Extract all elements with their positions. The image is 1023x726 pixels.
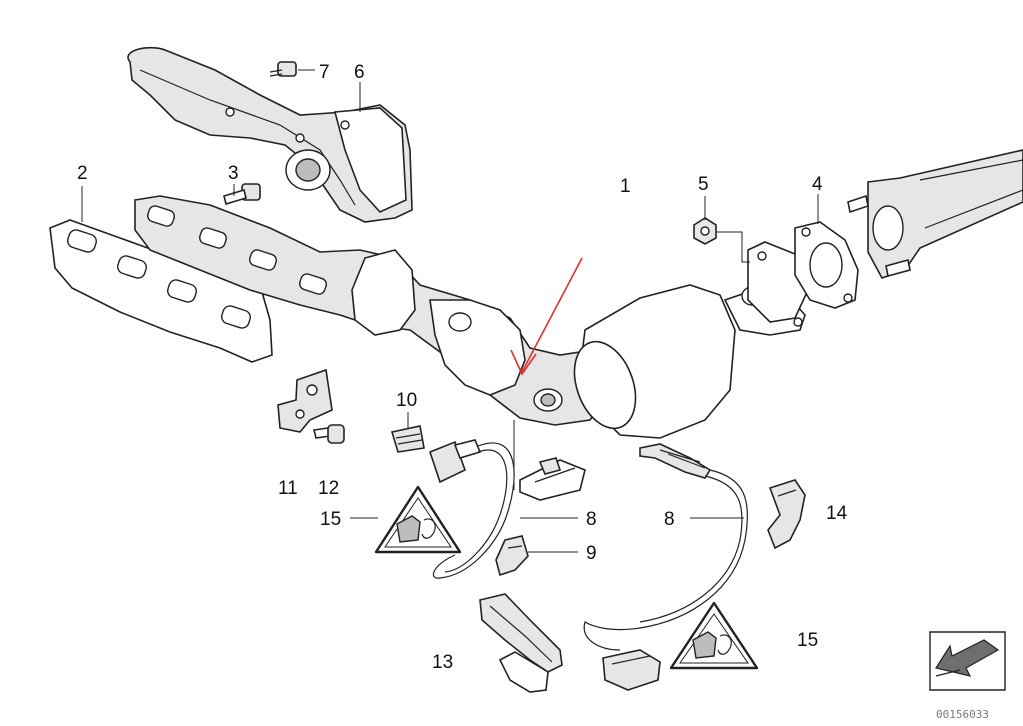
oxygen-sensor-right-part[interactable] [583, 443, 749, 691]
nut-5-part[interactable] [693, 217, 750, 263]
part-label-13: 13 [432, 652, 453, 673]
part-label-5: 5 [698, 174, 709, 195]
part-label-8b: 8 [664, 509, 675, 530]
bracket-11-part[interactable] [277, 368, 333, 433]
manifold-converter-part[interactable] [134, 195, 809, 439]
part-label-1: 1 [620, 176, 631, 197]
manifold-gasket-part[interactable] [49, 219, 273, 363]
part-label-6: 6 [354, 62, 365, 83]
part-label-14: 14 [826, 503, 848, 524]
front-pipe-part[interactable] [847, 149, 1023, 279]
clamp-9-part[interactable] [495, 535, 529, 577]
part-label-2: 2 [77, 163, 88, 184]
bolt-7-part[interactable] [269, 61, 297, 77]
part-label-12: 12 [318, 478, 339, 499]
highlight-arrow-icon [510, 257, 583, 376]
warning-triangle-icon [669, 601, 759, 670]
part-label-11: 11 [278, 478, 298, 499]
connector-13-part[interactable] [479, 593, 563, 693]
leader-lines [81, 69, 819, 553]
warning-triangle-icon [374, 485, 462, 554]
diagram-reference-number: 00156033 [936, 708, 989, 721]
part-label-15a: 15 [320, 509, 341, 530]
part-label-10: 10 [396, 390, 417, 411]
part-label-3: 3 [228, 163, 239, 184]
part-label-4: 4 [812, 174, 823, 195]
part-label-7: 7 [319, 62, 330, 83]
part-label-9: 9 [586, 543, 597, 564]
part-label-8a: 8 [586, 509, 597, 530]
bolt-3-part[interactable] [223, 183, 261, 206]
heat-shield-part[interactable] [127, 46, 413, 223]
direction-arrow-icon [929, 631, 1006, 691]
flange-gasket-part[interactable] [794, 221, 859, 309]
clip-10-part[interactable] [390, 425, 425, 453]
bolt-12-part[interactable] [313, 424, 345, 444]
holder-14-part[interactable] [767, 479, 806, 550]
oxygen-sensor-left-part[interactable] [429, 439, 586, 579]
part-label-15b: 15 [797, 630, 818, 651]
